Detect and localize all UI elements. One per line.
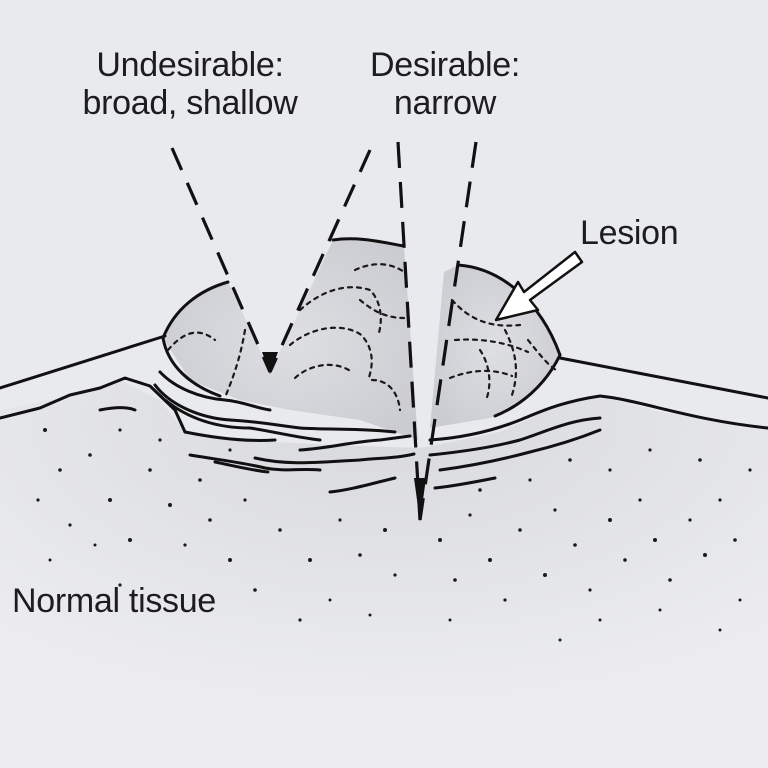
normal-tissue-region	[0, 380, 768, 768]
skin-surface	[0, 334, 768, 400]
undesirable-label: Undesirable: broad, shallow	[60, 46, 320, 122]
desirable-label: Desirable: narrow	[330, 46, 560, 122]
lesion-left-mass	[163, 238, 418, 440]
tissue-stipple	[36, 428, 752, 642]
desirable-label-line2: narrow	[393, 84, 497, 122]
narrow-wedge-tip	[414, 478, 426, 522]
undesirable-label-line1: Undesirable:	[96, 46, 284, 84]
lesion-pointer-arrow	[494, 250, 584, 322]
normal-tissue-label: Normal tissue	[12, 582, 216, 620]
desirable-label-line1: Desirable:	[369, 46, 521, 84]
broad-shallow-wedge-tip	[262, 352, 278, 374]
tissue-layer-lines	[0, 370, 768, 494]
lesion-lobules	[166, 263, 558, 412]
lesion-label: Lesion	[580, 214, 679, 252]
narrow-deep-incision	[396, 141, 478, 521]
broad-shallow-incision	[170, 147, 372, 373]
undesirable-label-line2: broad, shallow	[82, 84, 298, 122]
